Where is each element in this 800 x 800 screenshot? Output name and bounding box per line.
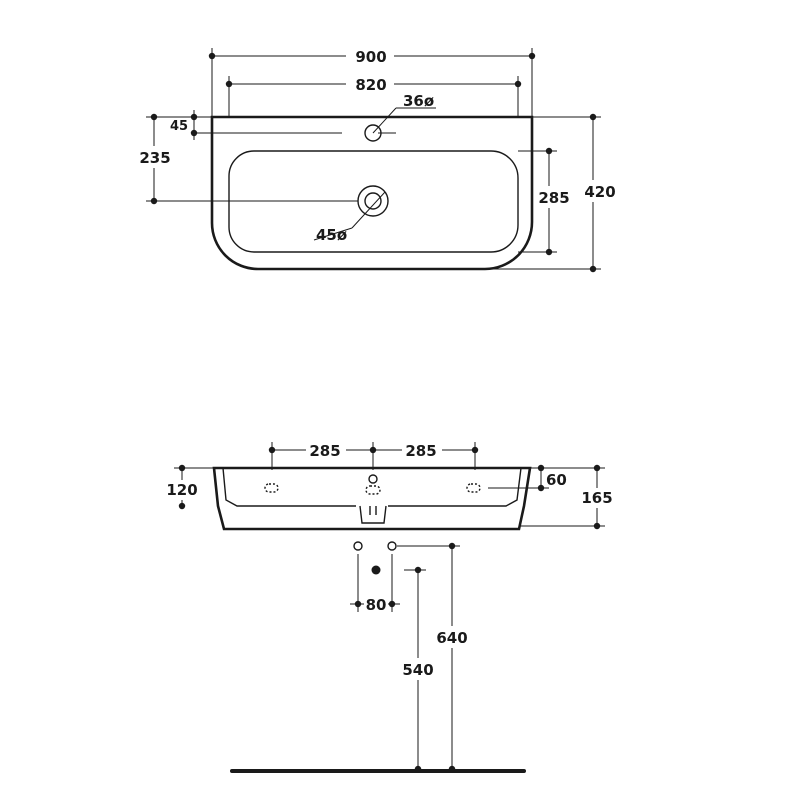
label-bowl-depth: 285: [538, 189, 569, 207]
dim-depth-overall: 420: [485, 113, 618, 273]
label-hole-spacing-left: 285: [309, 442, 340, 460]
dim-tap-hole: 36ø: [197, 92, 436, 134]
label-mount-height: 640: [436, 629, 467, 647]
front-view: 285 285 120 60 1: [164, 440, 616, 773]
label-hole-spacing-right: 285: [405, 442, 436, 460]
label-rim-height: 120: [166, 481, 197, 499]
right-hole-icon: [466, 483, 481, 493]
label-depth-overall: 420: [584, 183, 615, 201]
dim-hole-height: 60: [488, 464, 567, 492]
drain-hole-inner-icon: [364, 192, 382, 210]
label-width-overall: 900: [355, 48, 386, 66]
dim-bowl-depth: 285: [518, 147, 572, 256]
dim-edge-offset: 45: [170, 110, 212, 140]
front-drain-outline: [359, 505, 387, 524]
left-hole-icon: [264, 483, 279, 493]
label-edge-offset: 45: [170, 119, 188, 134]
fixing-right-icon: [387, 541, 397, 551]
dim-total-height: 165: [519, 464, 616, 530]
label-wall-spacing: 80: [366, 596, 387, 614]
fixing-left-icon: [353, 541, 363, 551]
label-drain-height: 540: [402, 661, 433, 679]
dim-width-overall: 900: [208, 44, 536, 117]
drain-hole-outer-icon: [357, 185, 389, 217]
dim-rim-height: 120: [164, 464, 214, 510]
dim-wall-spacing: 80: [350, 554, 400, 614]
label-tap-hole: 36ø: [403, 92, 434, 110]
center-slot-icon: [365, 485, 381, 495]
drain-point-icon: [371, 565, 381, 575]
dim-drain-hole: 45ø: [313, 191, 386, 244]
label-width-inner: 820: [355, 76, 386, 94]
front-inner-wall: [222, 467, 522, 507]
label-drain-hole: 45ø: [316, 226, 347, 244]
center-hole-icon: [368, 474, 378, 484]
dim-drain-offset: 235: [136, 113, 358, 205]
dim-hole-spacing: 285 285: [268, 440, 479, 470]
dim-width-inner: 820: [225, 72, 522, 117]
label-hole-height: 60: [546, 471, 567, 489]
label-drain-offset: 235: [139, 149, 170, 167]
bowl-outline: [228, 150, 519, 253]
label-total-height: 165: [581, 489, 612, 507]
top-view: 900 820 36ø 45: [136, 44, 618, 273]
front-body-outline: [212, 466, 532, 531]
dim-drain-height: 540: [398, 566, 438, 773]
dim-mount-height: 640: [397, 542, 472, 773]
